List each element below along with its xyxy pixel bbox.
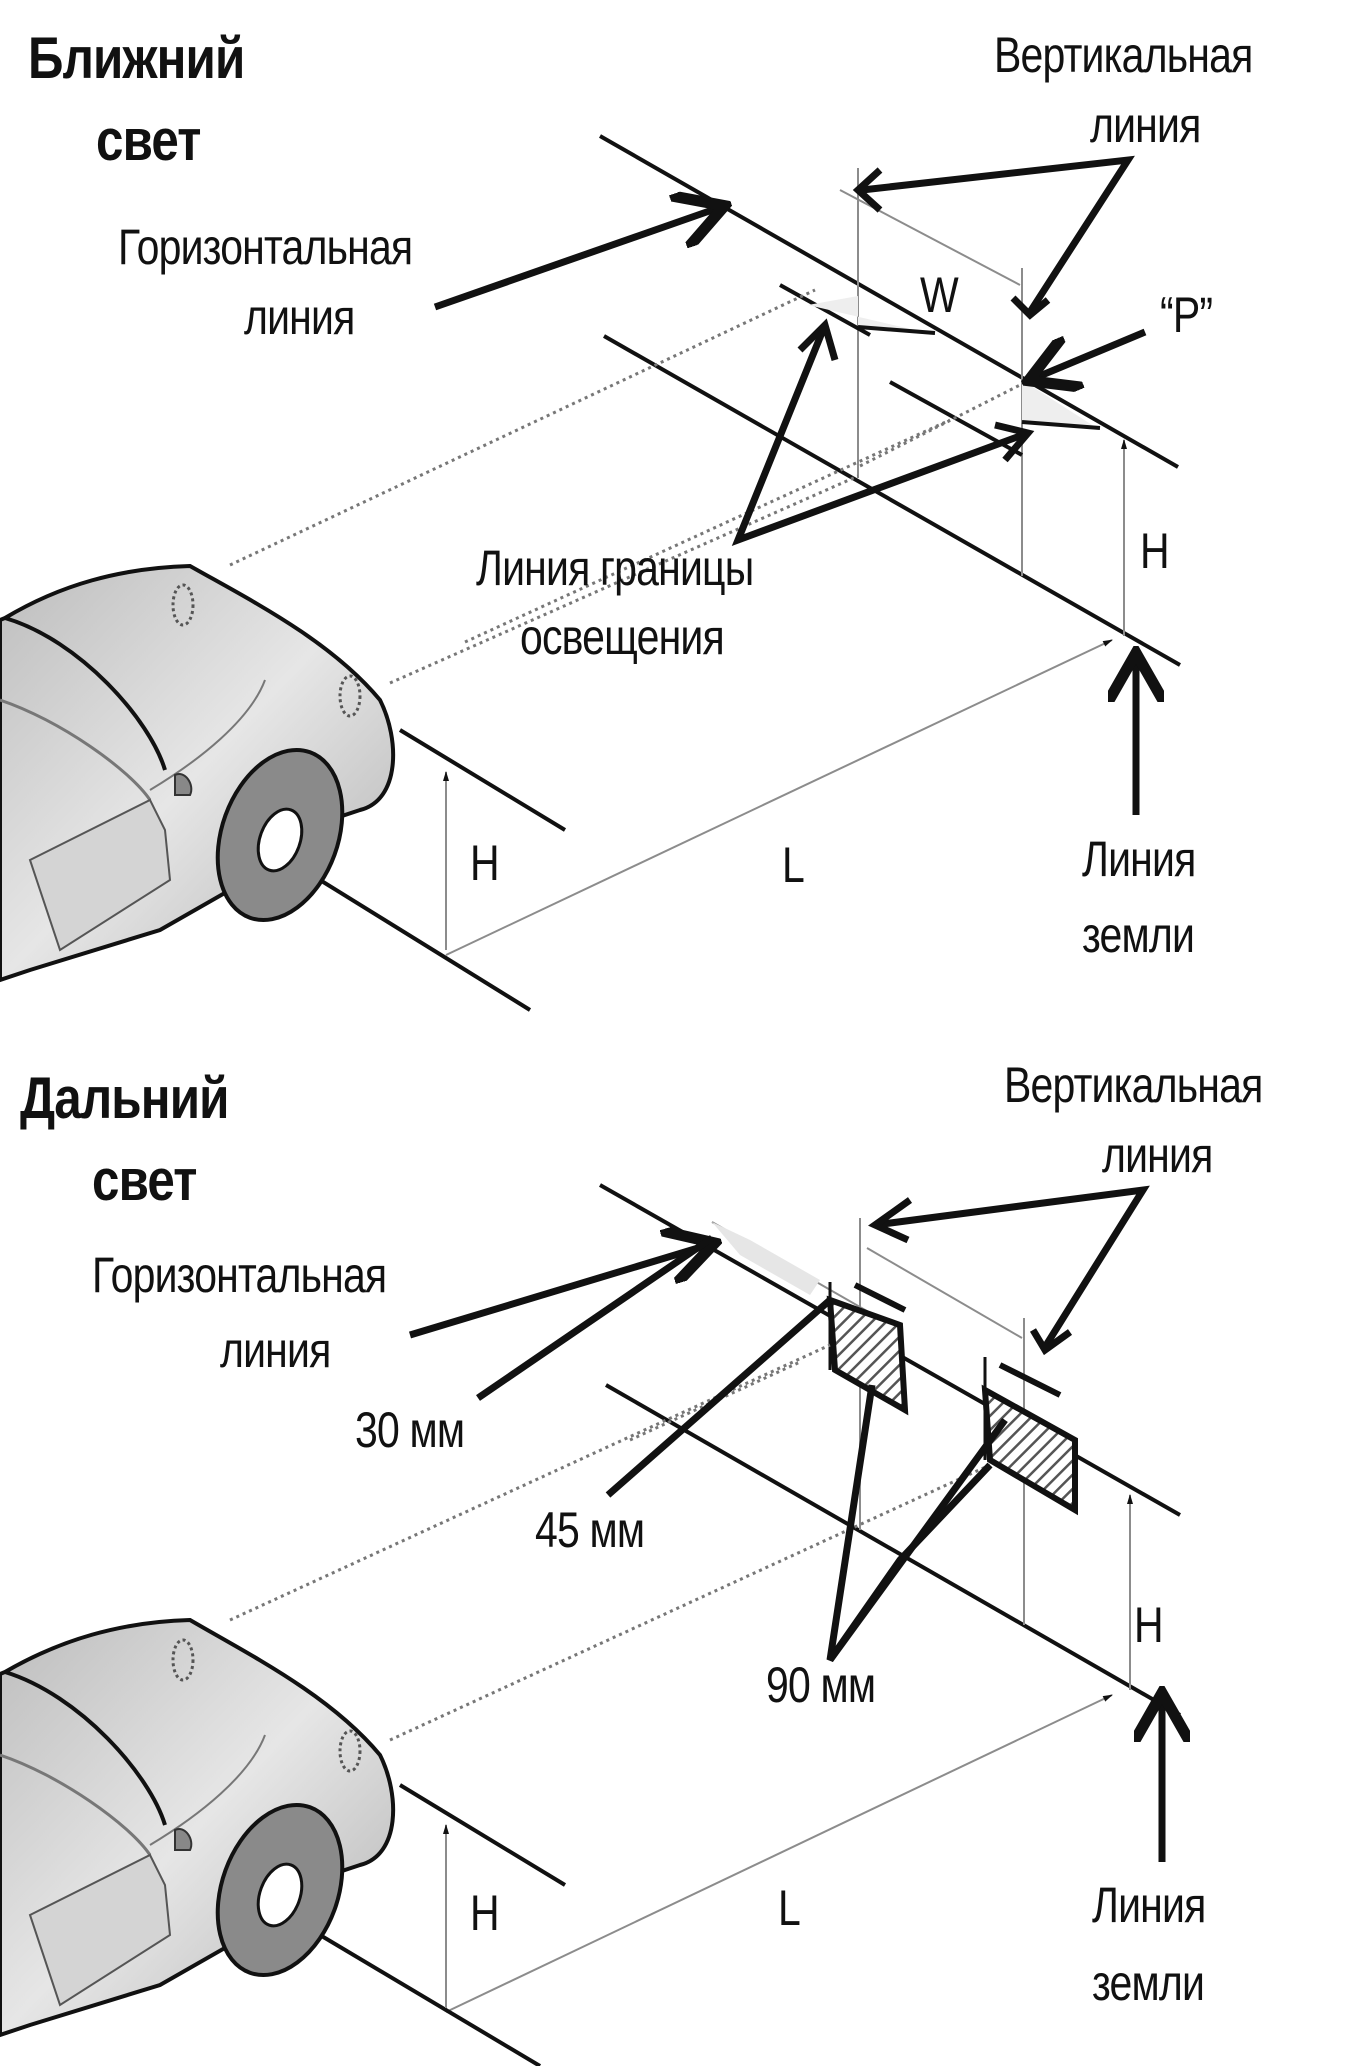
l-dimension bbox=[445, 639, 1113, 956]
headlamp-icon bbox=[171, 583, 195, 627]
ground-line-label-1: Линия bbox=[1082, 831, 1196, 887]
horizontal-line-pointer-arrow bbox=[408, 1245, 708, 1339]
p-label: “P” bbox=[1160, 287, 1213, 343]
high-beam-title-line1: Дальний bbox=[20, 1066, 229, 1131]
high-beam-title-line2: свет bbox=[92, 1148, 197, 1213]
hotspot-left bbox=[826, 1282, 909, 1416]
h-label-left: H bbox=[470, 835, 500, 891]
vertical-line-pointer-arrows bbox=[874, 1185, 1150, 1349]
ground-line-car-front bbox=[398, 1783, 567, 1887]
horizontal-line-label-1: Горизонтальная bbox=[92, 1247, 387, 1303]
l-label: L bbox=[778, 1880, 801, 1936]
hotspot-right bbox=[981, 1357, 1078, 1516]
dim-90-label: 90 мм bbox=[766, 1657, 876, 1713]
cutoff-line-label-2: освещения bbox=[520, 609, 725, 665]
cutoff-line-label-1: Линия границы bbox=[476, 540, 754, 596]
screen-lower-line bbox=[603, 334, 1181, 667]
cutoff-left bbox=[779, 283, 936, 337]
vertical-line-label-2: линия bbox=[1090, 97, 1201, 153]
h-label-right: H bbox=[1140, 523, 1170, 579]
beam-line-1 bbox=[229, 288, 816, 567]
beam-line-2 bbox=[389, 1463, 991, 1742]
l-label: L bbox=[782, 837, 805, 893]
vertical-line-label-1: Вертикальная bbox=[994, 27, 1253, 83]
dim-30-pointer bbox=[476, 1235, 714, 1401]
horizontal-line-label-1: Горизонтальная bbox=[118, 219, 413, 275]
vertical-line-label-2: линия bbox=[1102, 1127, 1213, 1183]
ground-line-car-bottom bbox=[318, 878, 532, 1012]
dim-90-pointers bbox=[826, 1384, 993, 1663]
beam-line-2 bbox=[389, 474, 859, 685]
w-label: W bbox=[920, 267, 959, 323]
vertical-spacing-dimension bbox=[866, 1247, 1023, 1339]
beam-line-1 bbox=[229, 1343, 831, 1622]
dim-45-pointer bbox=[605, 1297, 833, 1498]
dim-45-label: 45 мм bbox=[535, 1502, 645, 1558]
h-label-left: H bbox=[470, 1885, 500, 1941]
ground-line-car-front bbox=[398, 728, 567, 832]
headlamp-icon bbox=[338, 674, 362, 718]
low-beam-title-line2: свет bbox=[96, 108, 201, 173]
dim-30-label: 30 мм bbox=[355, 1402, 465, 1458]
ground-line-label-2: земли bbox=[1082, 907, 1195, 963]
vertical-line-pointer-arrows bbox=[861, 155, 1135, 314]
high-beam-diagram bbox=[0, 1183, 1181, 2066]
car-illustration bbox=[0, 1617, 396, 2038]
h-label-right: H bbox=[1134, 1597, 1164, 1653]
horizontal-line-label-2: линия bbox=[244, 289, 355, 345]
headlamp-icon bbox=[171, 1638, 195, 1682]
beam-line-3 bbox=[464, 418, 951, 644]
ground-line-label-2: земли bbox=[1092, 1955, 1205, 2011]
l-dimension bbox=[445, 1694, 1113, 2013]
vertical-line-label-1: Вертикальная bbox=[1004, 1057, 1263, 1113]
car-illustration bbox=[0, 563, 396, 983]
horizontal-line-pointer-arrow bbox=[433, 208, 718, 311]
ground-line-car-bottom bbox=[318, 1933, 542, 2066]
beam-line-4 bbox=[859, 382, 1023, 468]
p-pointer-arrow bbox=[1035, 328, 1147, 378]
ground-line-label-1: Линия bbox=[1092, 1877, 1206, 1933]
low-beam-title-line1: Ближний bbox=[28, 26, 245, 91]
w-dimension bbox=[839, 189, 1021, 286]
cutoff-pointer-arrows bbox=[731, 323, 1030, 547]
horizontal-line-label-2: линия bbox=[220, 1322, 331, 1378]
low-beam-diagram bbox=[0, 134, 1181, 1012]
screen-lower-line bbox=[605, 1383, 1181, 1717]
headlamp-icon bbox=[338, 1729, 362, 1773]
